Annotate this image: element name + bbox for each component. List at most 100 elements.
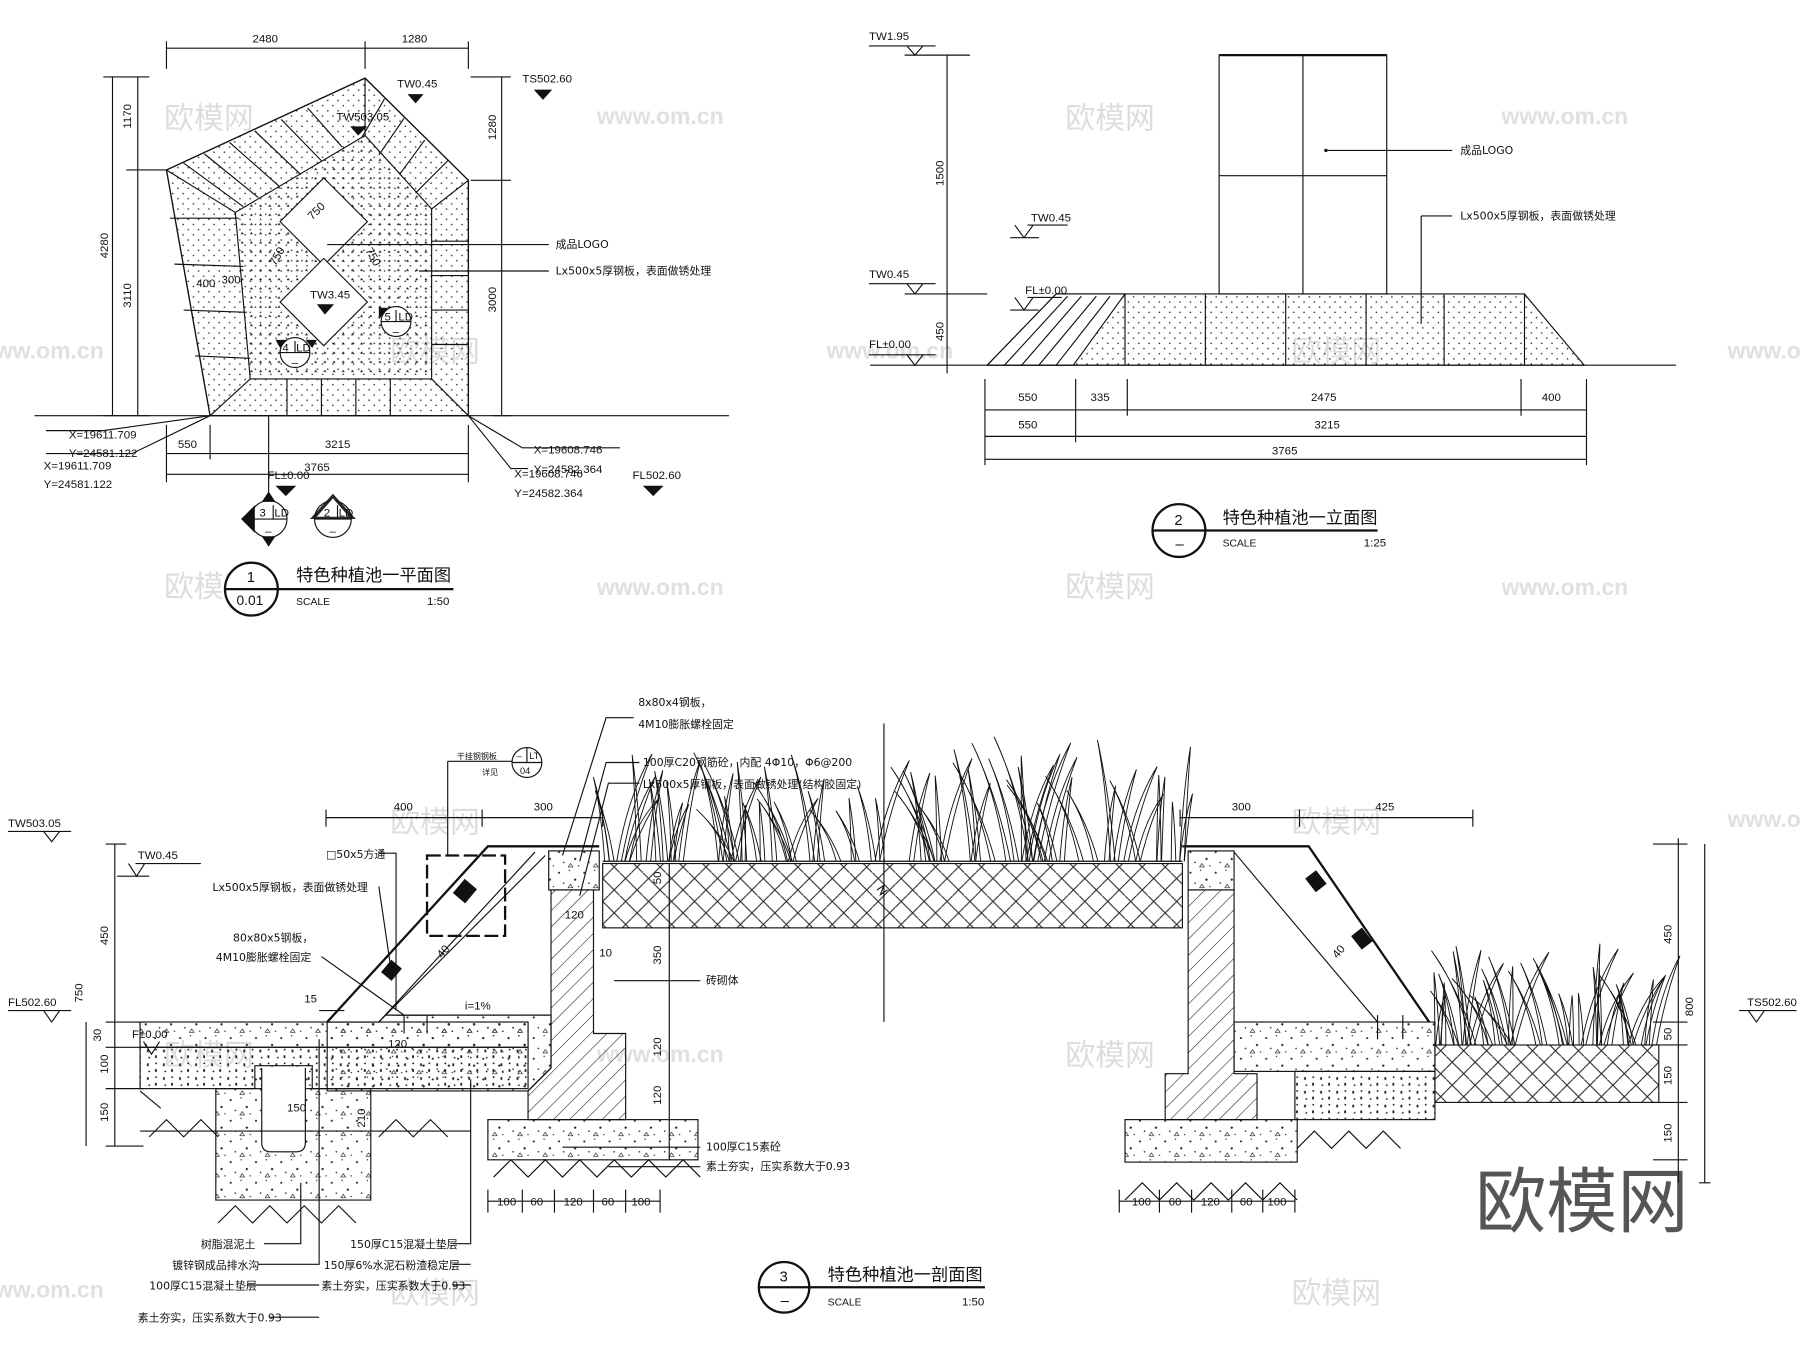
grass-blade [1520,962,1548,1046]
elevation-mark: FL±0.00 [267,470,309,482]
callout-label: 150厚6%水泥石粉渣稳定层 [324,1258,460,1272]
grass-blade [668,804,690,862]
sheet-number: – [781,1293,790,1310]
marker-ref: LD [274,508,289,520]
marker-number: 2 [324,508,330,520]
grass-blade [742,802,762,862]
dim-label: 3215 [325,439,351,451]
drawing-number: 2 [1174,512,1182,529]
section-marker-4[interactable]: 4 LD – [275,337,317,370]
dim-label: 3110 [122,283,134,308]
watermark-logo: 欧模网 [390,1276,480,1311]
dim-label: 150 [1662,1066,1674,1085]
grass-blade [1113,769,1137,862]
dim-label: 150 [99,1103,111,1122]
dim-label: 350 [652,945,664,964]
level-mark: TS502.60 [1747,997,1797,1009]
callout-label: 4M10膨胀螺栓固定 [216,950,312,964]
grass-blade [848,797,857,862]
level-mark: TW0.45 [869,269,909,281]
dim-label: 10 [599,948,612,960]
grass-blade [666,781,677,862]
dim-label: 300 [534,802,553,814]
grass-blade [1482,980,1501,1046]
callout-label: Lx500x5厚钢板，表面做锈处理 [1460,208,1616,222]
callout-label: 素土夯实，压实系数大于0.93 [321,1279,465,1293]
c15-footing [487,1119,699,1161]
concrete-slab [326,1014,552,1092]
grass-blade [787,798,819,862]
grass-blade [1510,951,1550,1046]
watermark-logo: 欧模网 [1065,1039,1155,1074]
dim-label: 335 [1091,392,1110,404]
callout-label: 8x80x4钢板， [638,695,711,709]
watermark-url: www.om.cn [1727,806,1800,832]
grass-blade [835,810,860,862]
level-mark: TW503.05 [8,818,61,830]
marker-number: 3 [259,508,265,520]
logo-diamond-lower [279,257,369,347]
watermark-logo: 欧模网 [1291,806,1381,841]
grass-blade [1469,963,1504,1046]
dim-label: 120 [1201,1197,1220,1209]
grass-blade [1438,973,1460,1046]
dim-label: 15 [304,993,317,1005]
section-marker-5[interactable]: 5 LD – [378,306,413,339]
grass-blade [939,758,973,862]
dim-label: 3765 [304,462,330,474]
callout-label: 砖砌体 [706,973,739,987]
callout-label: 150厚C15混凝土垫层 [350,1237,458,1251]
dim-label: 50 [1662,1028,1674,1041]
grass-blade [856,785,877,862]
dim-label: 550 [1018,392,1037,404]
detail-reference-lt04[interactable]: 干挂钢钢板 详见 – LT 04 [447,746,543,856]
grass-blade [1451,978,1494,1046]
callout-label: 100厚C20钢筋砼，内配 4Φ10，Φ6@200 [643,755,852,769]
elevation-mark: FL502.60 [633,470,681,482]
detail-ref: LT [529,751,539,761]
dim-label: 800 [1684,997,1696,1016]
callout-label: 4M10膨胀螺栓固定 [638,717,734,731]
dim-label: 100 [99,1055,111,1074]
dim-label: 4280 [99,233,111,259]
marker-ref: LD [296,342,311,354]
dim-label: 120 [652,1086,664,1105]
section-marker-3[interactable]: 3 LD – [241,415,289,547]
grass-blade [1580,948,1619,1046]
coordinate-x: X=19608.746 [534,445,603,457]
section-marker-2[interactable]: 2 LD – [309,493,356,538]
callout-label: Lx500x5厚钢板，表面做锈处理(结构胶固定) [643,777,862,791]
grass-blade [812,778,825,862]
detail-sheet: 04 [520,766,530,776]
dim-label: 60 [530,1197,543,1209]
elevation-mark: TW0.45 [397,78,437,90]
scale-label: SCALE [1223,539,1257,550]
scale-value: 1:50 [427,596,449,608]
level-mark: FL502.60 [8,997,56,1009]
grass-blade [1123,766,1158,862]
grass-blade [1598,972,1634,1046]
dim-label: 120 [652,1037,664,1056]
dim-label: 50 [652,871,664,884]
grass-blade [1488,956,1516,1046]
grass-blade [1431,950,1477,1046]
level-mark: TW0.45 [1031,213,1071,225]
dim-label: 450 [935,322,947,341]
marker-number: 4 [282,342,289,354]
grass-blade [758,801,766,862]
sheet-number: – [1176,536,1185,553]
watermark-url: www.om.cn [1501,103,1629,129]
marker-sheet: – [265,526,272,538]
grass-blade [648,779,661,862]
marker-number: 5 [385,311,391,323]
coordinate-y: Y=24581.122 [44,479,113,491]
dim-label: 40 [1330,943,1347,960]
dim-label: 425 [1375,802,1394,814]
grass-blade [1028,754,1061,862]
elevation-mark: TW3.45 [310,290,350,302]
callout-label: 100厚C15混凝土垫层 [149,1279,257,1293]
grass-blade [668,802,684,862]
callout-label: 素土夯实，压实系数大于0.93 [138,1311,282,1325]
steel-plate-slope [326,845,600,1023]
watermark-url: www.om.cn [0,337,104,363]
